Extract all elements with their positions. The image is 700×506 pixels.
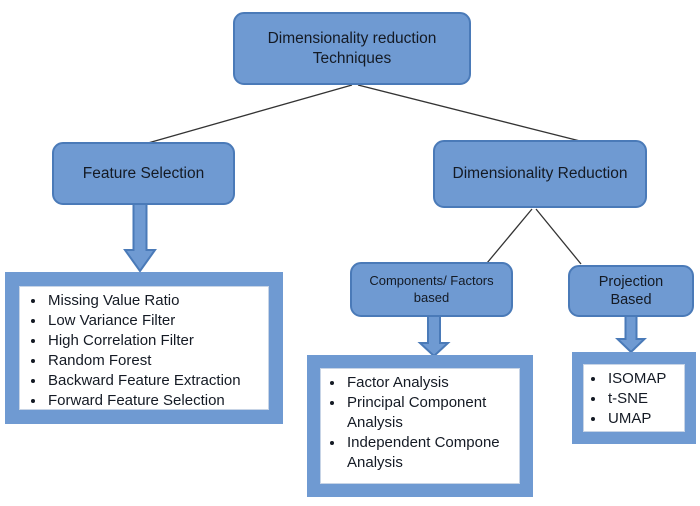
feature-selection-method-list: Missing Value RatioLow Variance FilterHi…	[20, 291, 268, 409]
list-item: Backward Feature Extraction	[46, 371, 268, 391]
panel-components-factors-methods: Factor AnalysisPrincipal Component Analy…	[307, 355, 533, 497]
down-arrow-projection-based	[615, 315, 647, 354]
panel-components-factors-methods-inner: Factor AnalysisPrincipal Component Analy…	[320, 368, 520, 484]
node-projection-based-label: Projection Based	[598, 273, 664, 308]
list-item: Random Forest	[46, 351, 268, 371]
projection-method-list: ISOMAPt-SNEUMAP	[584, 369, 684, 429]
connector-root-to-dimensionality-reduction	[357, 84, 581, 142]
down-arrow-feature-selection	[123, 202, 157, 273]
node-dimensionality-reduction: Dimensionality Reduction	[433, 140, 647, 208]
node-root-label: Dimensionality reduction Techniques	[267, 30, 437, 67]
panel-feature-selection-methods-inner: Missing Value RatioLow Variance FilterHi…	[19, 286, 269, 410]
list-item: UMAP	[606, 409, 684, 429]
list-item: Principal Component Analysis	[345, 393, 519, 433]
list-item: t-SNE	[606, 389, 684, 409]
list-item: Factor Analysis	[345, 373, 519, 393]
list-item: Missing Value Ratio	[46, 291, 268, 311]
node-dimensionality-reduction-label: Dimensionality Reduction	[452, 165, 628, 183]
list-item: Forward Feature Selection	[46, 391, 268, 409]
node-feature-selection-label: Feature Selection	[82, 164, 205, 182]
list-item: Low Variance Filter	[46, 311, 268, 331]
panel-projection-methods-inner: ISOMAPt-SNEUMAP	[583, 364, 685, 432]
node-projection-based: Projection Based	[568, 265, 694, 317]
components-factors-method-list: Factor AnalysisPrincipal Component Analy…	[321, 373, 519, 473]
panel-feature-selection-methods: Missing Value RatioLow Variance FilterHi…	[5, 272, 283, 424]
node-feature-selection: Feature Selection	[52, 142, 235, 205]
connector-dr-to-components-factors	[486, 208, 533, 264]
node-root-techniques: Dimensionality reduction Techniques	[233, 12, 471, 85]
node-components-factors-based: Components/ Factors based	[350, 262, 513, 317]
node-components-factors-label: Components/ Factors based	[369, 273, 494, 305]
list-item: Independent Compone Analysis	[345, 433, 519, 473]
panel-projection-methods: ISOMAPt-SNEUMAP	[572, 352, 696, 444]
connector-dr-to-projection-based	[535, 208, 582, 265]
down-arrow-components-factors	[417, 315, 451, 358]
connector-root-to-feature-selection	[147, 84, 353, 144]
list-item: High Correlation Filter	[46, 331, 268, 351]
list-item: ISOMAP	[606, 369, 684, 389]
